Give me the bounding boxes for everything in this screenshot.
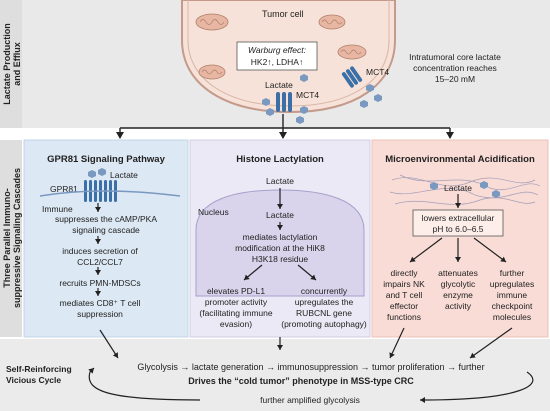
mct4-transporter-icon bbox=[276, 92, 292, 112]
acid-e1-line4: effector bbox=[390, 301, 418, 311]
gpr81-step2-line2: CCL2/CCL7 bbox=[77, 257, 123, 267]
acid-e1-line5: functions bbox=[387, 312, 421, 322]
immune-cell-membrane bbox=[39, 190, 181, 197]
side-label-mid-1: Three Parallel Immuno- bbox=[2, 188, 12, 288]
histone-mod-line2: modification at the HiK8 bbox=[235, 243, 325, 253]
histone-arrows bbox=[243, 188, 317, 281]
histone-left-line4: evasion) bbox=[220, 319, 252, 329]
cycle-loop-back: further amplified glycolysis bbox=[260, 395, 360, 405]
histone-right-line2: upregulates the bbox=[295, 297, 354, 307]
mitochondrion-icon bbox=[318, 14, 346, 30]
gpr81-receptor-label: GPR81 bbox=[50, 184, 78, 194]
cell-lactate-label: Lactate bbox=[265, 80, 293, 90]
cycle-chain: Glycolysis → lactate generation → immuno… bbox=[137, 362, 484, 372]
acid-ph-line1: lowers extracellular bbox=[422, 213, 495, 223]
acid-e2-line2: glycolytic bbox=[441, 279, 476, 289]
histone-left-line1: elevates PD-L1 bbox=[207, 286, 265, 296]
gpr81-title: GPR81 Signaling Pathway bbox=[47, 154, 165, 165]
histone-left-line2: promoter activity bbox=[205, 297, 268, 307]
gpr81-step4-line1: mediates CD8⁺ T cell bbox=[60, 298, 141, 308]
acid-e2-line4: activity bbox=[445, 301, 472, 311]
acid-e3-line5: molecules bbox=[493, 312, 531, 322]
tumor-cell-label: Tumor cell bbox=[262, 9, 304, 19]
gpr81-step3: recruits PMN-MDSCs bbox=[59, 278, 140, 288]
lactate-hexagon-group bbox=[430, 181, 500, 198]
side-label-bg-mid bbox=[0, 140, 22, 337]
mitochondrion-icon bbox=[195, 13, 229, 31]
cycle-phenotype: Drives the “cold tumor” phenotype in MSS… bbox=[188, 376, 414, 386]
ecm-fibers-icon bbox=[389, 174, 541, 205]
histone-right-line3: RUBCNL gene bbox=[296, 308, 352, 318]
histone-lactate-top: Lactate bbox=[266, 176, 294, 186]
warburg-title: Warburg effect: bbox=[248, 45, 307, 55]
acid-e3-line4: checkpoint bbox=[492, 301, 533, 311]
mct4-label-left: MCT4 bbox=[296, 90, 319, 100]
side-label-top-1: Lactate Production bbox=[2, 23, 12, 105]
concentration-line-1: Intratumoral core lactate bbox=[409, 52, 501, 62]
acid-ph-line2: pH to 6.0–6.5 bbox=[432, 224, 483, 234]
histone-title: Histone Lactylation bbox=[236, 154, 324, 165]
side-label-bg-top bbox=[0, 0, 22, 128]
mitochondrion-icon bbox=[337, 44, 367, 60]
gpr81-immune: Immune bbox=[42, 204, 73, 214]
acid-e1-line1: directly bbox=[391, 268, 419, 278]
histone-lactate-inner: Lactate bbox=[266, 210, 294, 220]
side-label-mid-2: suppressive Signaling Cascades bbox=[12, 168, 22, 308]
acid-e1-line2: impairs NK bbox=[383, 279, 425, 289]
acid-e3-line1: further bbox=[500, 268, 525, 278]
gpr81-step4-line2: suppression bbox=[77, 309, 123, 319]
mct4-transporter-icon bbox=[341, 66, 363, 88]
distribution-arrows bbox=[116, 114, 454, 139]
gpr81-step2-line1: induces secretion of bbox=[62, 246, 138, 256]
lactate-hexagon-group bbox=[262, 84, 382, 124]
mct4-label-right: MCT4 bbox=[366, 67, 389, 77]
histone-right-line4: (promoting autophagy) bbox=[281, 319, 367, 329]
gpr81-step1-line1: suppresses the cAMP/PKA bbox=[55, 214, 157, 224]
histone-mod-line3: H3K18 residue bbox=[252, 254, 309, 264]
acid-lactate: Lactate bbox=[444, 183, 472, 193]
acid-e3-line3: immune bbox=[497, 290, 528, 300]
histone-nucleus: Nucleus bbox=[198, 207, 229, 217]
warburg-box bbox=[236, 41, 318, 71]
cycle-arrows bbox=[88, 327, 534, 403]
mitochondrion-icon bbox=[198, 64, 226, 80]
warburg-genes: HK2↑, LDHA↑ bbox=[251, 57, 303, 67]
gpr81-lactate: Lactate bbox=[110, 170, 138, 180]
acid-e2-line3: enzyme bbox=[443, 290, 473, 300]
histone-mod-line1: mediates lactylation bbox=[243, 232, 318, 242]
acid-arrows bbox=[409, 194, 507, 263]
concentration-line-2: concentration reaches bbox=[413, 63, 497, 73]
cycle-label-line2: Vicious Cycle bbox=[6, 375, 61, 385]
acid-e2-line1: attenuates bbox=[438, 268, 478, 278]
lactate-hexagon-group bbox=[88, 168, 106, 178]
concentration-line-3: 15–20 mM bbox=[435, 74, 475, 84]
lactate-hexagon bbox=[300, 74, 308, 82]
histone-left-line3: (facilitating immune bbox=[199, 308, 272, 318]
acid-title: Microenvironmental Acidification bbox=[385, 154, 535, 165]
ph-box bbox=[412, 209, 504, 237]
acid-panel bbox=[371, 139, 549, 338]
side-label-top-2: and Efflux bbox=[12, 42, 22, 86]
cycle-label-line1: Self-Reinforcing bbox=[6, 364, 72, 374]
histone-right-line1: concurrently bbox=[301, 286, 348, 296]
acid-e3-line2: upregulates bbox=[490, 279, 534, 289]
gpr81-step1-line2: signaling cascade bbox=[72, 225, 140, 235]
acid-e1-line3: and T cell bbox=[386, 290, 423, 300]
